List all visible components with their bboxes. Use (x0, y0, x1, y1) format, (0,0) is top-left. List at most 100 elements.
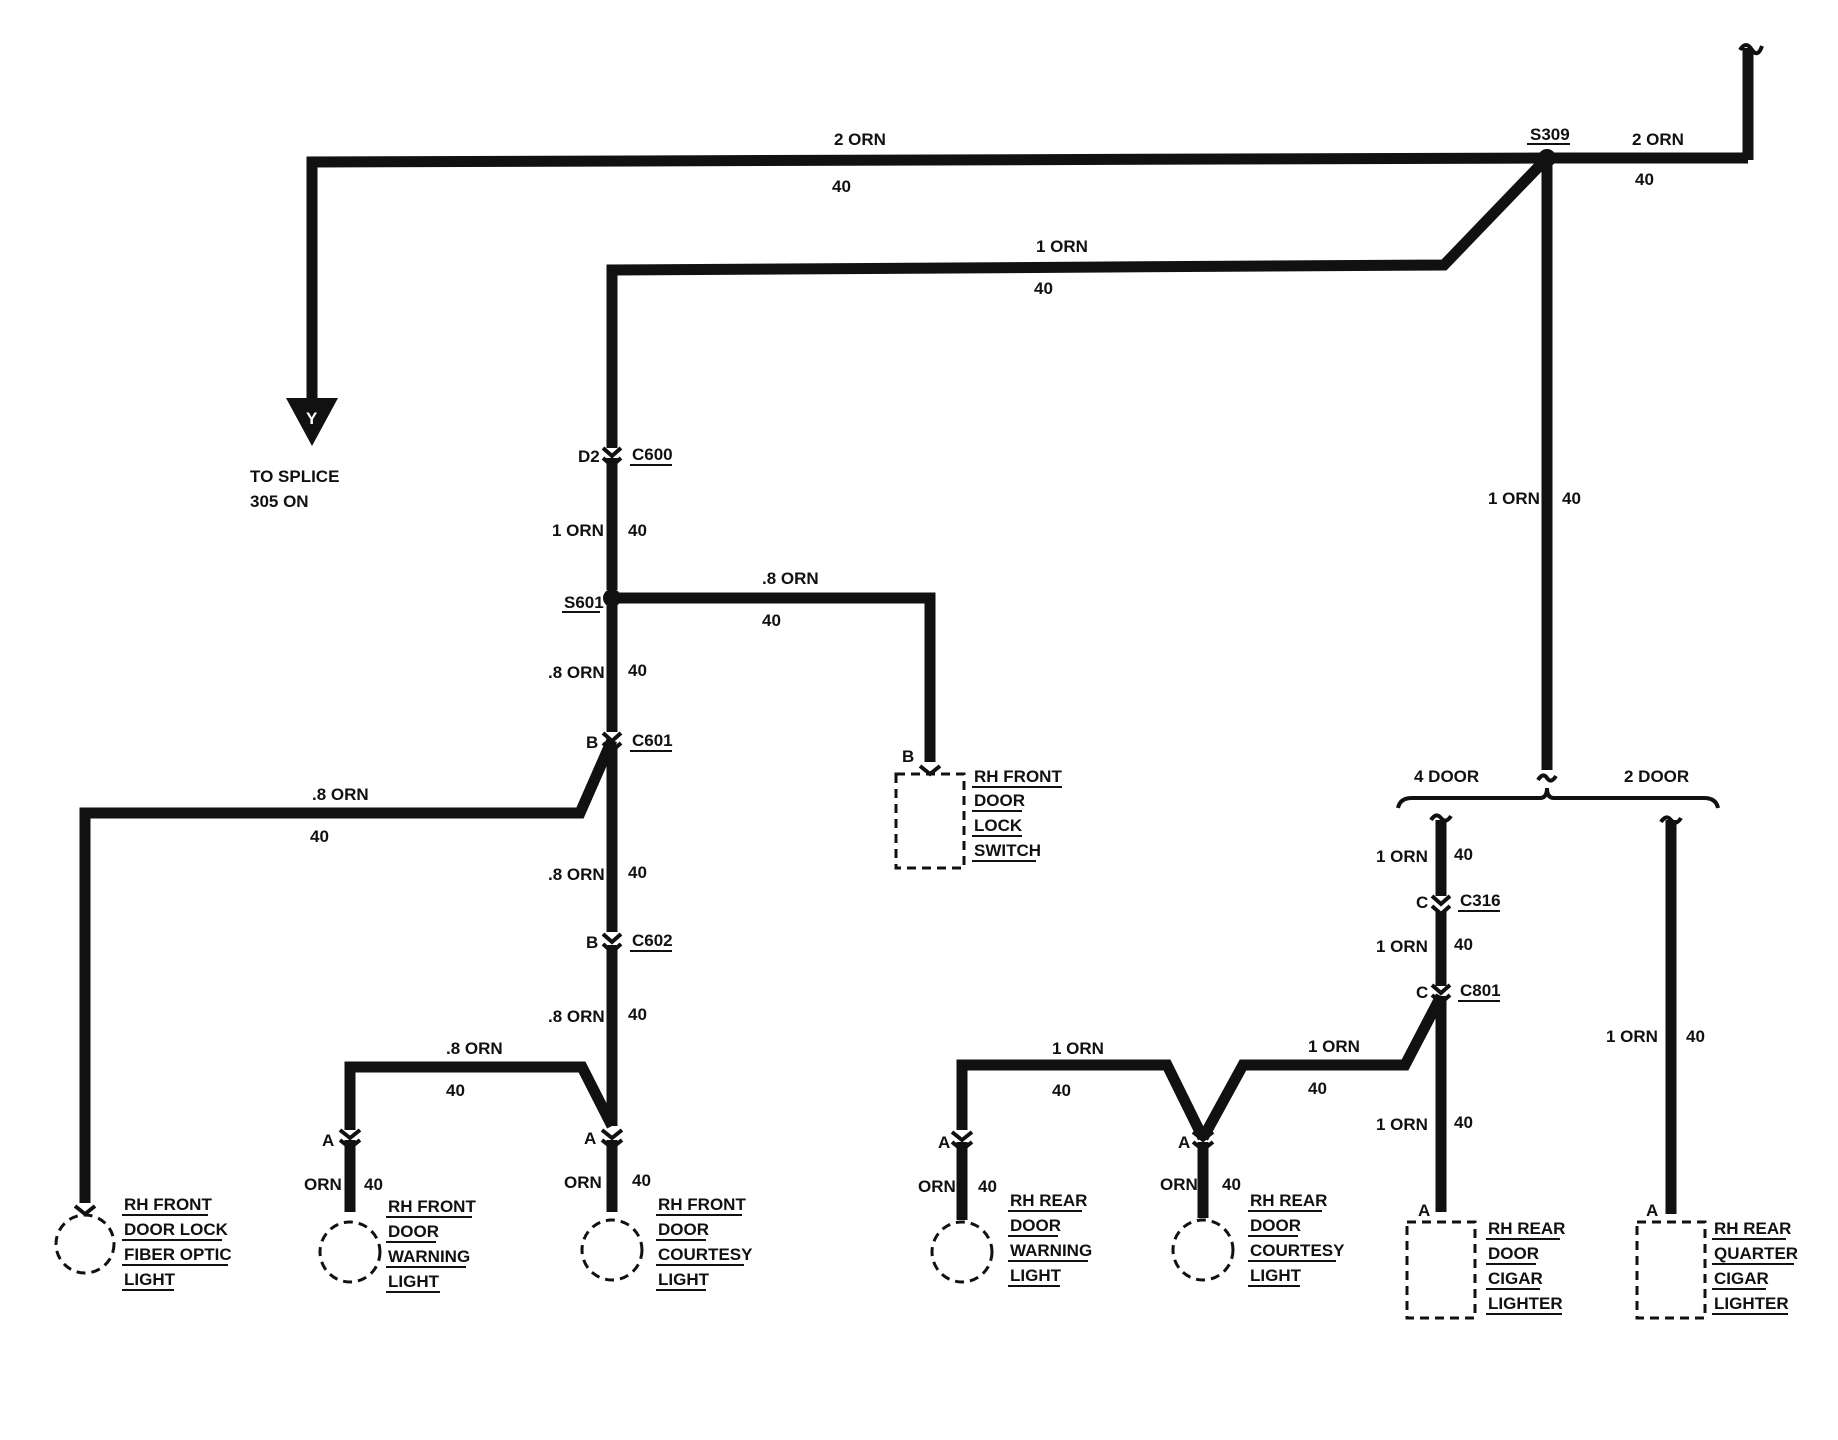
connector-c316 (1430, 894, 1452, 917)
rc-lamp (1171, 1218, 1235, 1282)
fc-name-1: RH FRONT (658, 1195, 746, 1214)
label-4d-c316-size: 1 ORN (1376, 847, 1428, 866)
break-symbol-4d (1429, 813, 1453, 823)
fw-name-3: WARNING (388, 1247, 470, 1266)
label-two-door: 2 DOOR (1624, 767, 1689, 786)
rw-name-2: DOOR (1010, 1216, 1061, 1235)
label-rc-pin: A (1178, 1133, 1190, 1152)
label-rear-warn-wire-circuit: 40 (1052, 1081, 1071, 1100)
ql-box (1635, 1220, 1707, 1320)
connector-fc (600, 1128, 624, 1151)
dl-name-2: DOOR (1488, 1244, 1539, 1263)
dl-name-1: RH REAR (1488, 1219, 1565, 1238)
label-fw-wire-circuit: 40 (364, 1175, 383, 1194)
wire-front-warning (344, 1061, 617, 1130)
label-switch-wire-circuit: 40 (762, 611, 781, 630)
to-splice-line1: TO SPLICE (250, 467, 339, 486)
ql-name-1: RH REAR (1714, 1219, 1791, 1238)
to-splice-line2: 305 ON (250, 492, 309, 511)
label-rear-courtesy-wire-circuit: 40 (1308, 1079, 1327, 1098)
fw-name-4: LIGHT (388, 1272, 440, 1291)
ql-name-4: LIGHTER (1714, 1294, 1789, 1313)
switch-box (894, 772, 966, 870)
label-c601: C601 (632, 731, 673, 750)
rc-name-4: LIGHT (1250, 1266, 1302, 1285)
connector-rw (950, 1130, 974, 1153)
label-rear-warn-wire-size: 1 ORN (1052, 1039, 1104, 1058)
rw-name-4: LIGHT (1010, 1266, 1062, 1285)
dl-name-4: LIGHTER (1488, 1294, 1563, 1313)
label-s601: S601 (564, 593, 604, 612)
label-c801: C801 (1460, 981, 1501, 1000)
rw-lamp (930, 1220, 994, 1284)
fw-lamp (318, 1220, 382, 1284)
label-top-left-size: 2 ORN (834, 130, 886, 149)
label-four-door: 4 DOOR (1414, 767, 1479, 786)
label-4d-c316-circuit: 40 (1454, 845, 1473, 864)
label-rc-wire-circuit: 40 (1222, 1175, 1241, 1194)
fiber-lamp (54, 1213, 116, 1275)
wire-branch-c600 (606, 154, 1551, 448)
label-c801-pin: C (1416, 983, 1428, 1002)
label-c602-down-circuit: 40 (628, 1005, 647, 1024)
label-s601-c601-circuit: 40 (628, 661, 647, 680)
fiber-name-2: DOOR LOCK (124, 1220, 229, 1239)
label-front-warn-wire-size: .8 ORN (446, 1039, 503, 1058)
label-2d-wire-circuit: 40 (1686, 1027, 1705, 1046)
label-s309-down-size: 1 ORN (1488, 489, 1540, 508)
label-rw-wire-circuit: 40 (978, 1177, 997, 1196)
splice-s309 (1538, 149, 1556, 167)
wire-fiber-optic (79, 737, 618, 1203)
switch-name-3: LOCK (974, 816, 1023, 835)
splice-s601 (603, 589, 621, 607)
door-option-bracket (1396, 787, 1720, 809)
dl-box (1405, 1220, 1477, 1320)
fw-name-1: RH FRONT (388, 1197, 476, 1216)
connector-c600 (601, 446, 623, 469)
connector-c602 (601, 932, 623, 955)
ql-name-2: QUARTER (1714, 1244, 1798, 1263)
label-top-right-circuit: 40 (1635, 170, 1654, 189)
label-fc-wire-color: ORN (564, 1173, 602, 1192)
fc-lamp (580, 1218, 644, 1282)
connector-rc (1191, 1130, 1215, 1153)
label-s309: S309 (1530, 125, 1570, 144)
label-rw-wire-color: ORN (918, 1177, 956, 1196)
label-c600-pin: D2 (578, 447, 600, 466)
fw-name-2: DOOR (388, 1222, 439, 1241)
label-c602: C602 (632, 931, 673, 950)
rw-name-1: RH REAR (1010, 1191, 1087, 1210)
rc-name-2: DOOR (1250, 1216, 1301, 1235)
y-arrow-label: Y (306, 409, 318, 428)
label-fiber-wire-circuit: 40 (310, 827, 329, 846)
rc-name-1: RH REAR (1250, 1191, 1327, 1210)
switch-name-4: SWITCH (974, 841, 1041, 860)
break-symbol-top (1738, 43, 1764, 56)
label-c600-s601-circuit: 40 (628, 521, 647, 540)
label-front-warn-wire-circuit: 40 (446, 1081, 465, 1100)
fiber-name-1: RH FRONT (124, 1195, 212, 1214)
label-c316-c801-size: 1 ORN (1376, 937, 1428, 956)
label-fc-wire-circuit: 40 (632, 1171, 651, 1190)
wire-s601-switch (612, 592, 936, 762)
label-c601-c602-size: .8 ORN (548, 865, 605, 884)
connector-fiber (73, 1204, 97, 1217)
label-branch-circuit: 40 (1034, 279, 1053, 298)
fiber-name-4: LIGHT (124, 1270, 176, 1289)
label-c316-c801-circuit: 40 (1454, 935, 1473, 954)
label-fw-wire-color: ORN (304, 1175, 342, 1194)
label-c316: C316 (1460, 891, 1501, 910)
label-rw-pin: A (938, 1133, 950, 1152)
break-symbol-2d (1659, 815, 1683, 825)
label-top-right-size: 2 ORN (1632, 130, 1684, 149)
wire-rear-courtesy (1198, 993, 1446, 1141)
label-c601-c602-circuit: 40 (628, 863, 647, 882)
label-c600: C600 (632, 445, 673, 464)
label-c601-pin: B (586, 733, 598, 752)
label-fc-pin: A (584, 1129, 596, 1148)
label-switch-wire-size: .8 ORN (762, 569, 819, 588)
connector-fw (338, 1128, 362, 1151)
label-top-left-circuit: 40 (832, 177, 851, 196)
label-branch-size: 1 ORN (1036, 237, 1088, 256)
